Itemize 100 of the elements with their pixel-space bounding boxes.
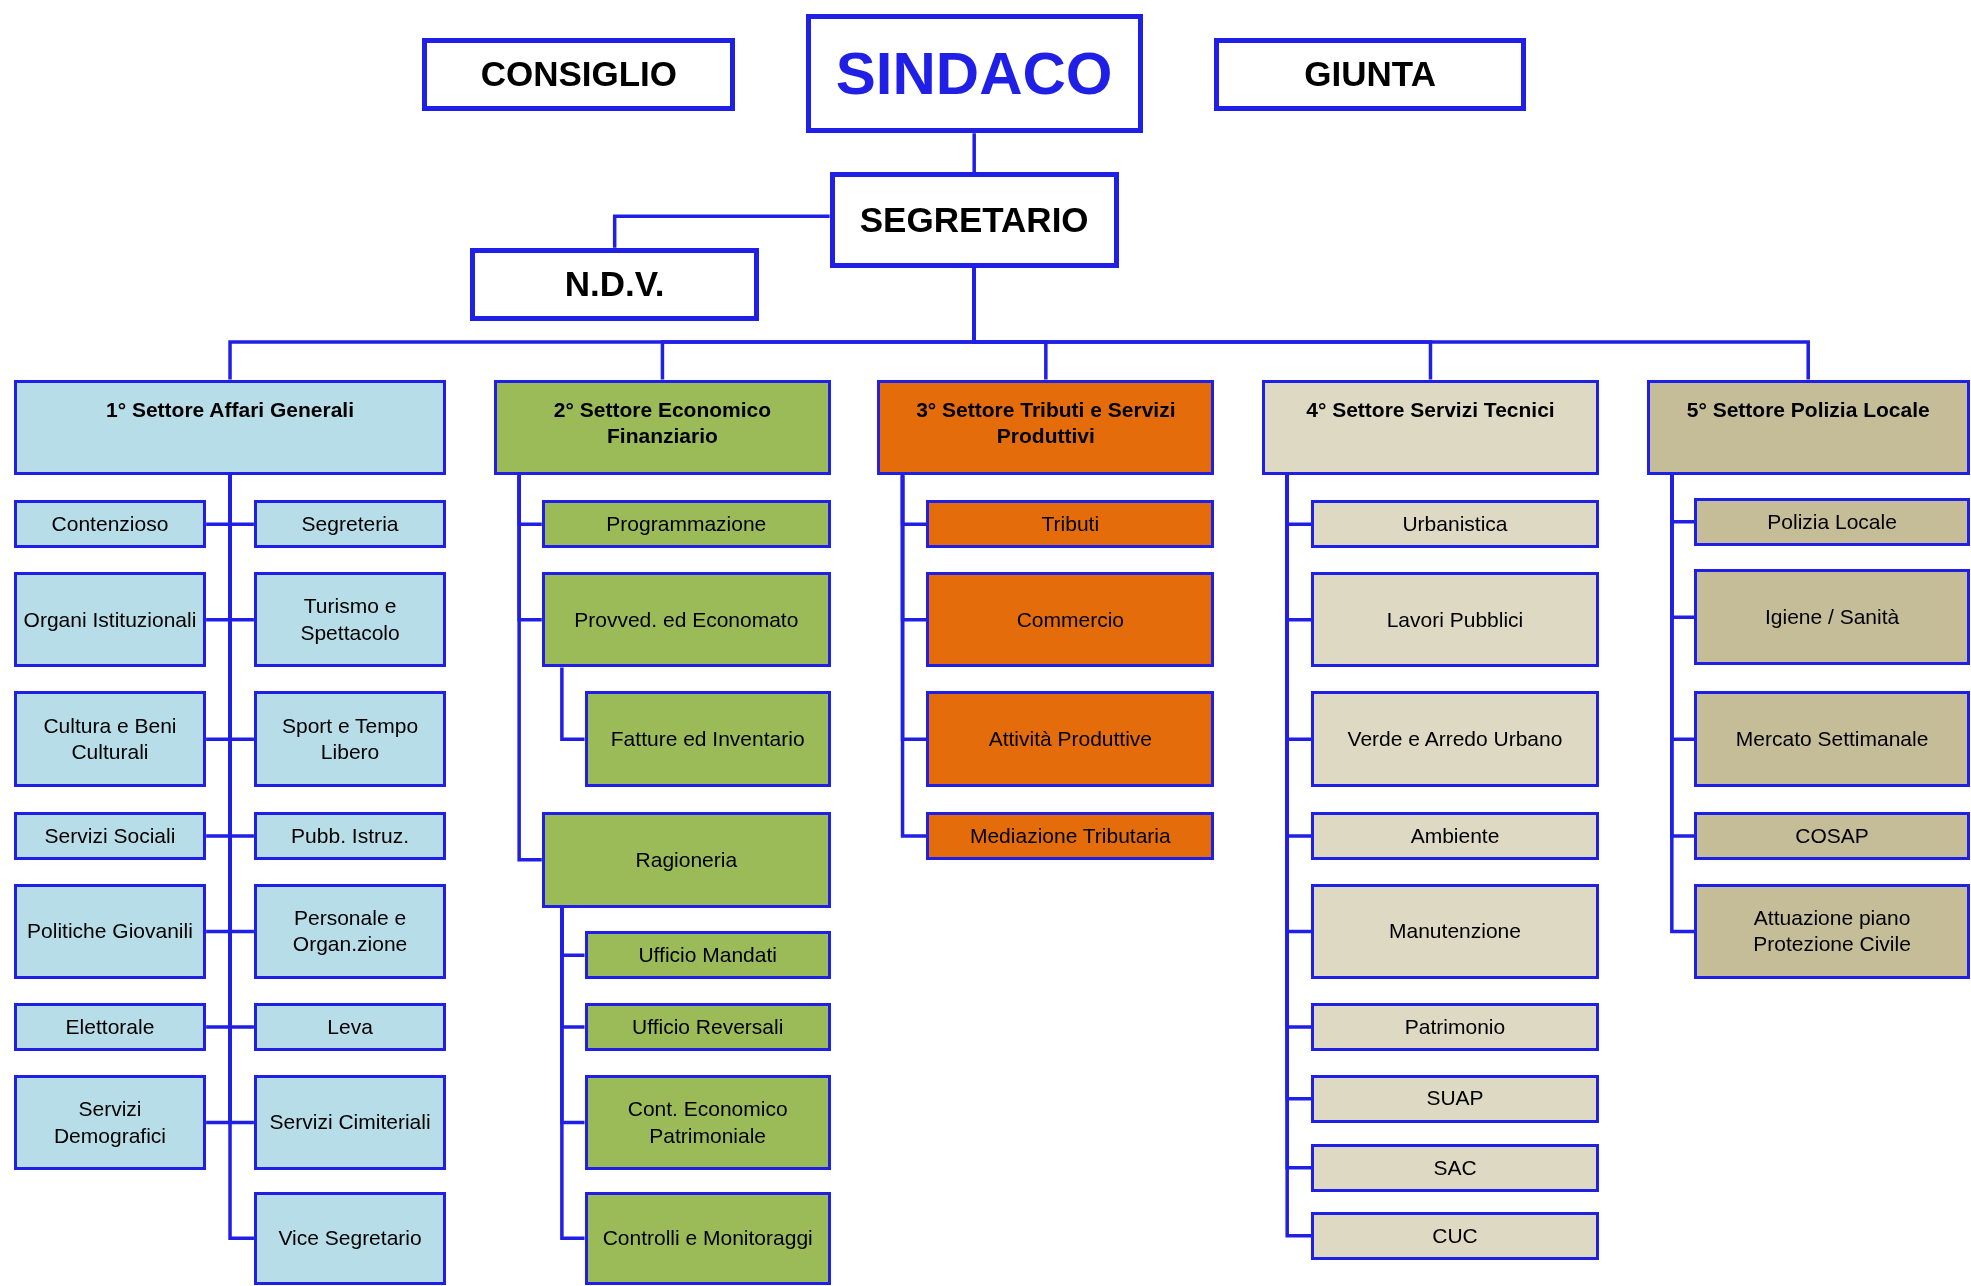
sector-box — [1646, 379, 1970, 476]
office-box — [541, 812, 831, 908]
box-label: Leva — [327, 1013, 373, 1040]
org-box — [422, 37, 736, 111]
box-label: COSAP — [1795, 822, 1869, 849]
office-box — [584, 1191, 831, 1285]
office-box — [1311, 1143, 1599, 1192]
office-box — [1694, 497, 1970, 546]
box-label: Attuazione piano Protezione Civile — [1752, 905, 1912, 958]
box-label: Provved. ed Economato — [574, 606, 799, 633]
org-box — [805, 13, 1143, 134]
box-label: Tributi — [1041, 511, 1100, 538]
office-box — [541, 571, 831, 668]
office-box — [13, 1003, 207, 1051]
office-box — [1694, 812, 1970, 860]
box-label: Lavori Pubblici — [1386, 606, 1524, 633]
box-label: CUC — [1432, 1222, 1478, 1249]
office-box — [1311, 812, 1599, 860]
office-box — [541, 500, 831, 549]
box-label: Ambiente — [1410, 822, 1500, 849]
office-box — [926, 691, 1215, 787]
office-box — [926, 812, 1215, 860]
box-label: Igiene / Sanità — [1764, 604, 1900, 631]
box-label: Cultura e Beni Culturali — [42, 712, 178, 766]
office-box — [1311, 1003, 1599, 1051]
box-label: Fatture ed Inventario — [610, 726, 805, 752]
office-box — [13, 812, 207, 860]
box-label: CONSIGLIO — [480, 53, 678, 96]
box-label: GIUNTA — [1304, 53, 1436, 96]
box-label: Servizi Cimiteriali — [269, 1109, 431, 1136]
office-box — [926, 571, 1215, 668]
office-box — [253, 571, 447, 668]
office-box — [1694, 691, 1970, 787]
box-label: Elettorale — [65, 1013, 155, 1040]
box-label: Personale e Organ.zione — [291, 905, 409, 958]
box-label: 4° Settore Servizi Tecnici — [1306, 396, 1555, 423]
office-box — [1694, 569, 1970, 665]
box-label: 5° Settore Polizia Locale — [1686, 396, 1930, 423]
office-box — [253, 1074, 447, 1171]
box-label: Cont. Economico Patrimoniale — [626, 1096, 789, 1149]
box-label: Segreteria — [301, 511, 399, 538]
office-box — [13, 571, 207, 668]
box-label: SUAP — [1426, 1085, 1484, 1112]
office-box — [253, 812, 447, 860]
org-box — [470, 247, 760, 321]
box-label: Programmazione — [606, 511, 767, 538]
box-label: 2° Settore Economico Finanziario — [552, 396, 773, 449]
box-label: Mediazione Tributaria — [969, 822, 1171, 849]
box-label: Contenzioso — [51, 511, 169, 538]
box-label: Polizia Locale — [1767, 508, 1897, 535]
box-label: N.D.V. — [564, 263, 665, 306]
box-label: 1° Settore Affari Generali — [106, 396, 355, 423]
box-label: Attività Produttive — [988, 726, 1153, 752]
box-label: Mercato Settimanale — [1735, 726, 1929, 752]
box-label: SINDACO — [835, 39, 1113, 109]
connector-line — [900, 475, 927, 838]
connector-line — [1670, 475, 1695, 934]
org-box — [1214, 37, 1526, 111]
connector-line — [612, 214, 830, 248]
box-label: Turismo e Spettacolo — [299, 593, 401, 646]
box-label: SAC — [1433, 1154, 1477, 1181]
office-box — [584, 931, 831, 980]
sector-box — [877, 379, 1215, 476]
office-box — [253, 883, 447, 980]
box-label: Servizi Demografici — [52, 1096, 167, 1149]
box-label: SEGRETARIO — [859, 199, 1089, 242]
office-box — [1311, 500, 1599, 549]
box-label: Controlli e Monitoraggi — [602, 1225, 813, 1251]
box-label: Servizi Sociali — [44, 822, 176, 849]
office-box — [1311, 1211, 1599, 1260]
office-box — [1311, 883, 1599, 980]
box-label: Verde e Arredo Urbano — [1347, 726, 1563, 752]
box-label: Pubb. Istruz. — [291, 822, 409, 849]
office-box — [13, 1074, 207, 1171]
connector-line — [517, 475, 542, 862]
org-box — [829, 172, 1119, 268]
office-box — [253, 691, 447, 787]
office-box — [1311, 1074, 1599, 1123]
box-label: Commercio — [1016, 606, 1124, 633]
connector-line — [560, 907, 585, 1240]
connector-line — [972, 133, 976, 173]
box-label: Vice Segretario — [278, 1225, 422, 1251]
box-label: Politiche Giovanili — [27, 918, 193, 945]
office-box — [1311, 691, 1599, 787]
office-box — [253, 1191, 447, 1285]
office-box — [1311, 571, 1599, 668]
office-box — [1694, 883, 1970, 980]
box-label: Ufficio Reversali — [632, 1013, 784, 1040]
connector-line — [560, 667, 585, 741]
box-label: Organi Istituzionali — [23, 606, 197, 633]
box-label: Ufficio Mandati — [638, 942, 777, 969]
box-label: 3° Settore Tributi e Servizi Produttivi — [915, 396, 1177, 449]
box-label: Ragioneria — [635, 846, 738, 873]
sector-box — [494, 379, 831, 476]
box-label: Sport e Tempo Libero — [280, 712, 420, 766]
box-label: Urbanistica — [1402, 511, 1508, 538]
box-label: Manutenzione — [1389, 918, 1521, 945]
office-box — [253, 1003, 447, 1051]
sector-box — [1262, 379, 1599, 476]
office-box — [584, 1003, 831, 1051]
